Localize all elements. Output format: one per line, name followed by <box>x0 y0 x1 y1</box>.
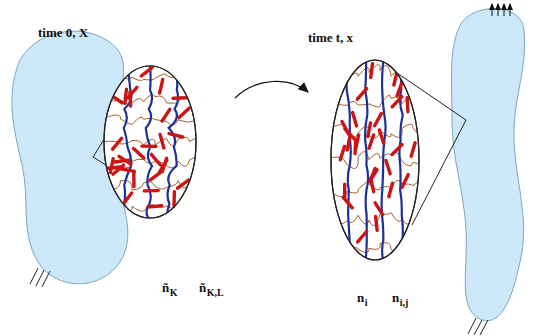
director-rod <box>134 149 144 158</box>
director-rod <box>370 170 377 182</box>
director-rod <box>357 89 366 100</box>
director-rod <box>142 144 156 148</box>
director-rod <box>368 123 371 137</box>
director-rod <box>342 121 349 133</box>
director-rod <box>173 96 187 100</box>
matrix-chain <box>99 204 201 214</box>
director-rod <box>340 146 344 159</box>
director-rod <box>405 98 409 112</box>
fibre <box>146 61 153 223</box>
subscript-label: i <box>365 298 368 308</box>
matrix-chain <box>326 180 424 197</box>
motion-arrow <box>235 81 308 98</box>
director-rod <box>402 175 408 188</box>
director-rod <box>172 192 176 206</box>
director-rod <box>160 134 164 147</box>
director-rod <box>121 169 135 172</box>
text-label: n <box>357 291 364 304</box>
text-label: n <box>392 291 399 304</box>
matrix-chain <box>326 238 424 253</box>
support-lines <box>30 268 50 287</box>
text-label: ñ <box>199 281 206 294</box>
fibre <box>124 61 132 223</box>
director-rod <box>169 134 183 137</box>
current-body <box>451 9 524 321</box>
load-arrows <box>492 4 510 16</box>
director-rod <box>375 203 383 215</box>
director-rod <box>371 64 373 78</box>
director-rod <box>162 109 170 121</box>
director-rod <box>353 113 357 126</box>
director-rod <box>411 143 415 156</box>
support-lines <box>468 318 488 335</box>
fibre <box>347 55 351 265</box>
director-rod <box>397 83 402 96</box>
director-rod <box>162 158 166 171</box>
text-label: time 0, X <box>38 26 88 39</box>
director-rod <box>389 183 393 197</box>
matrix-chain <box>99 95 201 105</box>
director-rod <box>110 159 113 173</box>
director-rod <box>125 89 127 103</box>
director-rod <box>132 173 136 187</box>
director-rod <box>179 108 189 117</box>
director-rod <box>151 154 160 165</box>
subscript-label: K,L <box>207 288 224 298</box>
matrix-chain <box>326 65 424 79</box>
director-rod <box>123 193 132 204</box>
director-rod <box>376 216 378 230</box>
director-rod <box>386 160 390 173</box>
director-rod <box>379 130 383 143</box>
director-rod <box>392 145 402 155</box>
director-rod <box>392 97 402 107</box>
subscript-label: K <box>170 288 178 298</box>
director-rod <box>141 67 152 76</box>
director-rod <box>148 206 162 207</box>
director-rod <box>113 138 122 149</box>
director-rod <box>375 114 382 126</box>
director-rod <box>119 156 131 164</box>
director-rod <box>369 135 374 148</box>
director-rod <box>343 197 352 208</box>
director-rod <box>150 172 161 180</box>
director-rod <box>358 231 367 242</box>
director-rod <box>128 87 137 98</box>
director-rod <box>356 135 359 149</box>
director-rod <box>347 136 350 150</box>
text-label: time t, x <box>308 31 353 44</box>
fibre <box>167 61 178 223</box>
subscript-label: i,j <box>400 298 409 308</box>
director-rod <box>160 79 163 93</box>
director-rod <box>144 189 158 193</box>
text-label: ñ <box>162 281 169 294</box>
